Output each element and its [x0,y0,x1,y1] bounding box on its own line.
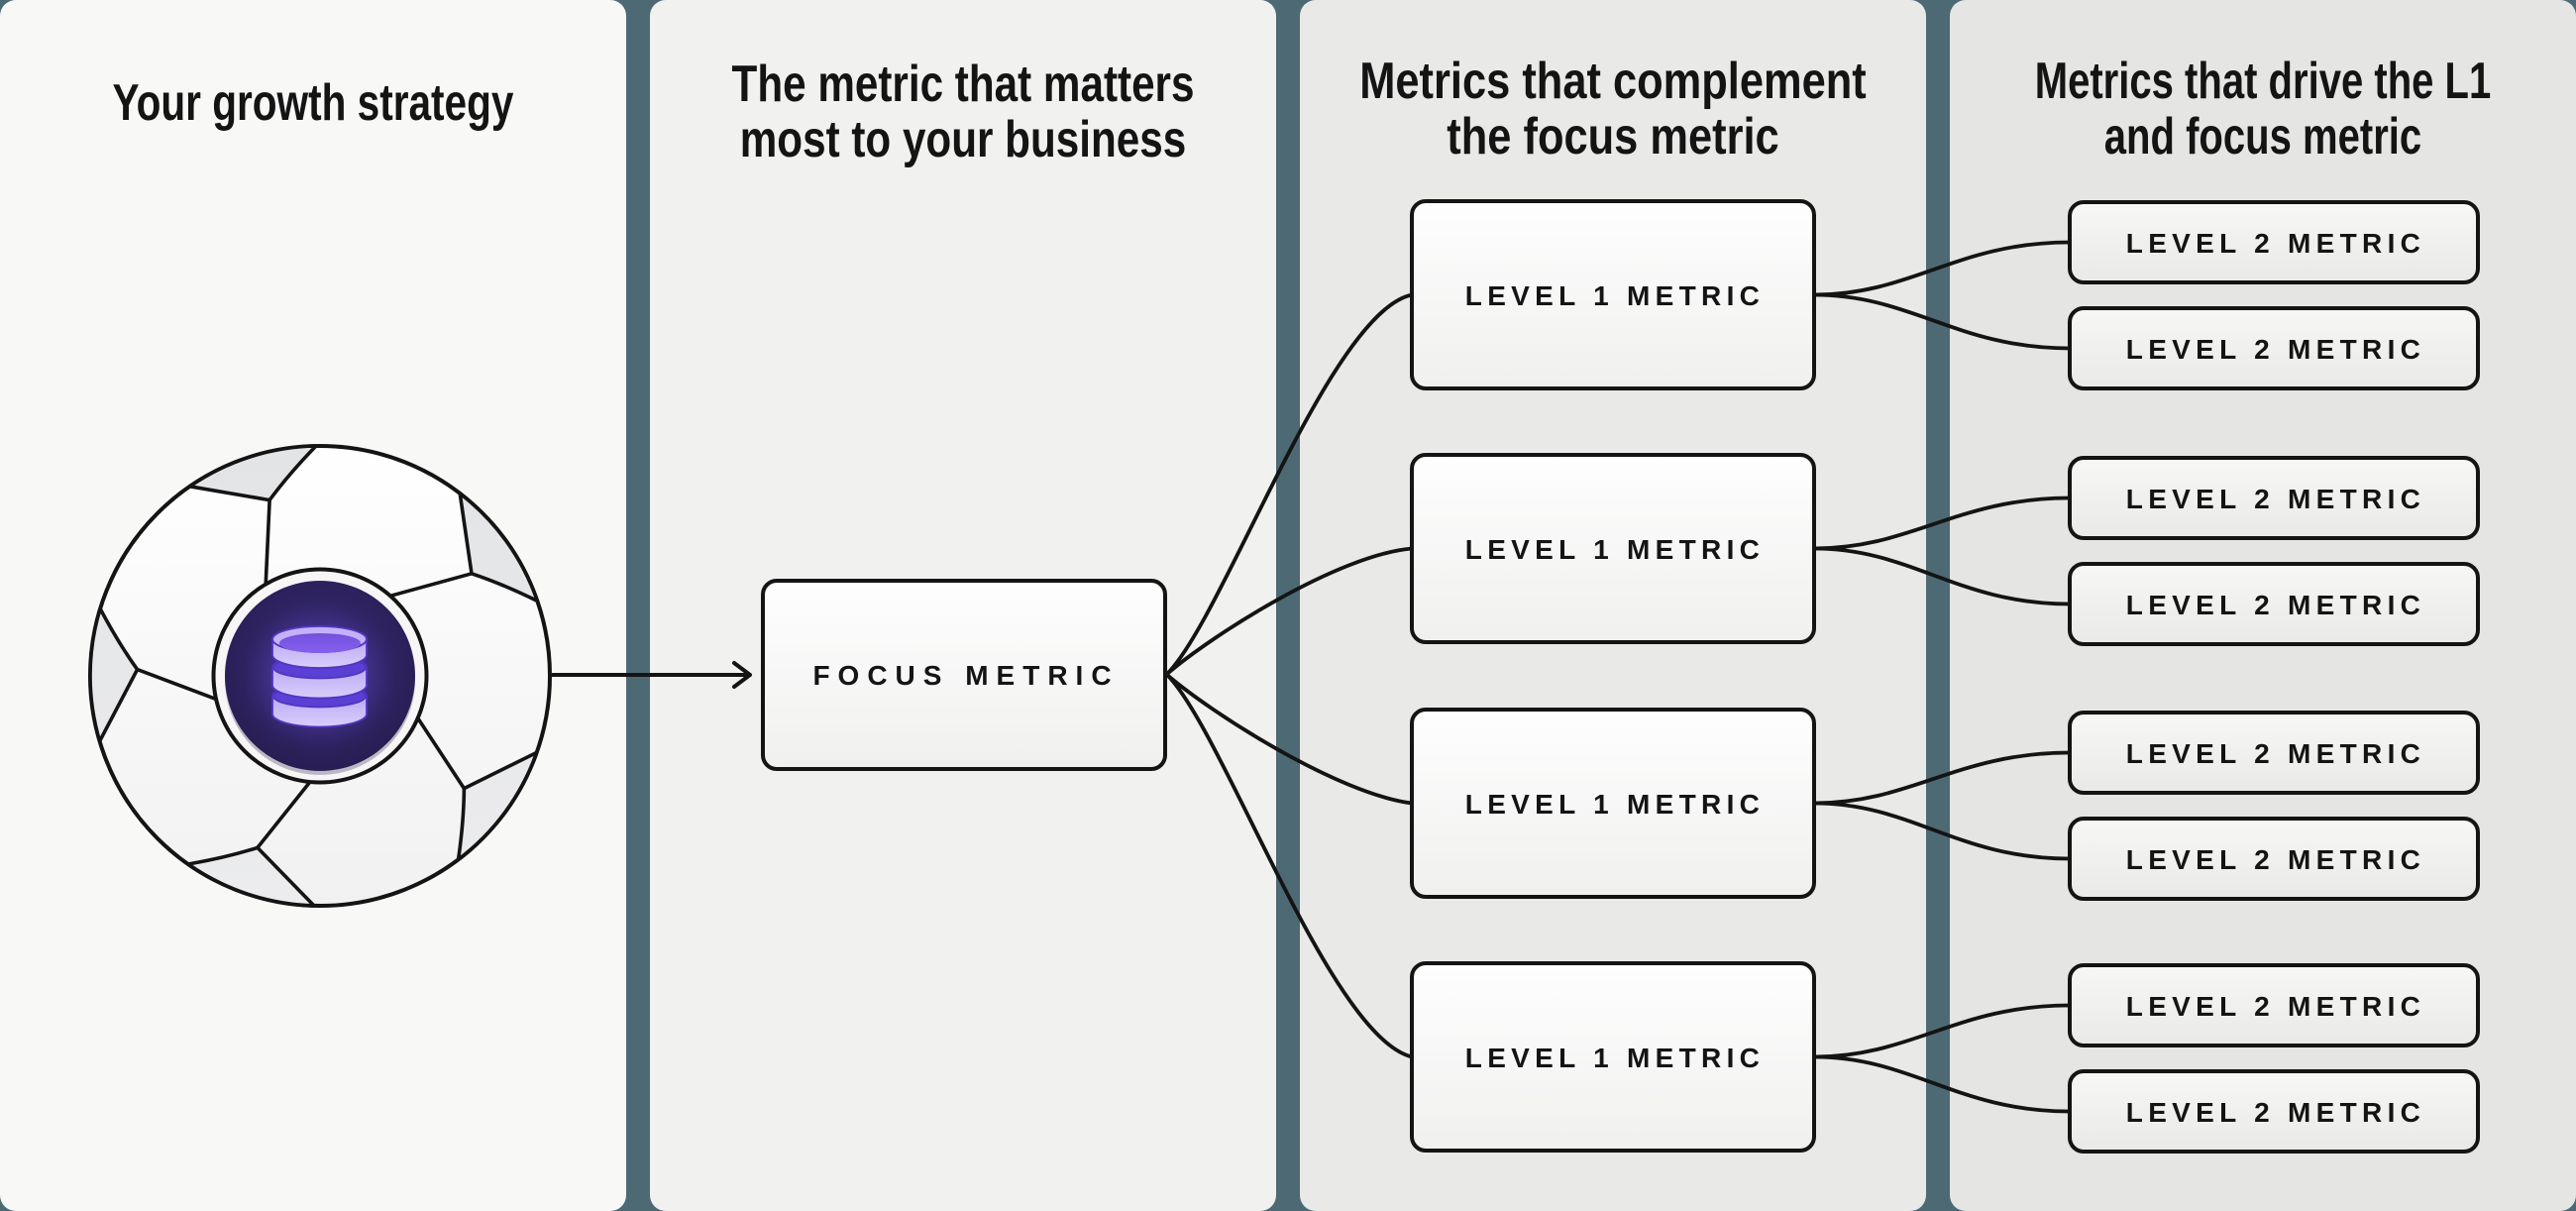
svg-text:LEVEL 2 METRIC: LEVEL 2 METRIC [2126,484,2425,514]
svg-text:LEVEL 1 METRIC: LEVEL 1 METRIC [1465,534,1765,565]
svg-text:LEVEL 1 METRIC: LEVEL 1 METRIC [1465,789,1765,820]
svg-text:FOCUS METRIC: FOCUS METRIC [812,660,1119,691]
svg-text:LEVEL 1 METRIC: LEVEL 1 METRIC [1465,1043,1765,1073]
svg-text:LEVEL 2 METRIC: LEVEL 2 METRIC [2126,844,2425,875]
svg-text:LEVEL 2 METRIC: LEVEL 2 METRIC [2126,228,2425,259]
svg-text:LEVEL 2 METRIC: LEVEL 2 METRIC [2126,1097,2425,1128]
svg-text:LEVEL 2 METRIC: LEVEL 2 METRIC [2126,738,2425,769]
svg-text:LEVEL 2 METRIC: LEVEL 2 METRIC [2126,991,2425,1022]
svg-text:LEVEL 2 METRIC: LEVEL 2 METRIC [2126,334,2425,365]
svg-text:LEVEL 1 METRIC: LEVEL 1 METRIC [1465,280,1765,311]
svg-text:LEVEL 2 METRIC: LEVEL 2 METRIC [2126,590,2425,620]
